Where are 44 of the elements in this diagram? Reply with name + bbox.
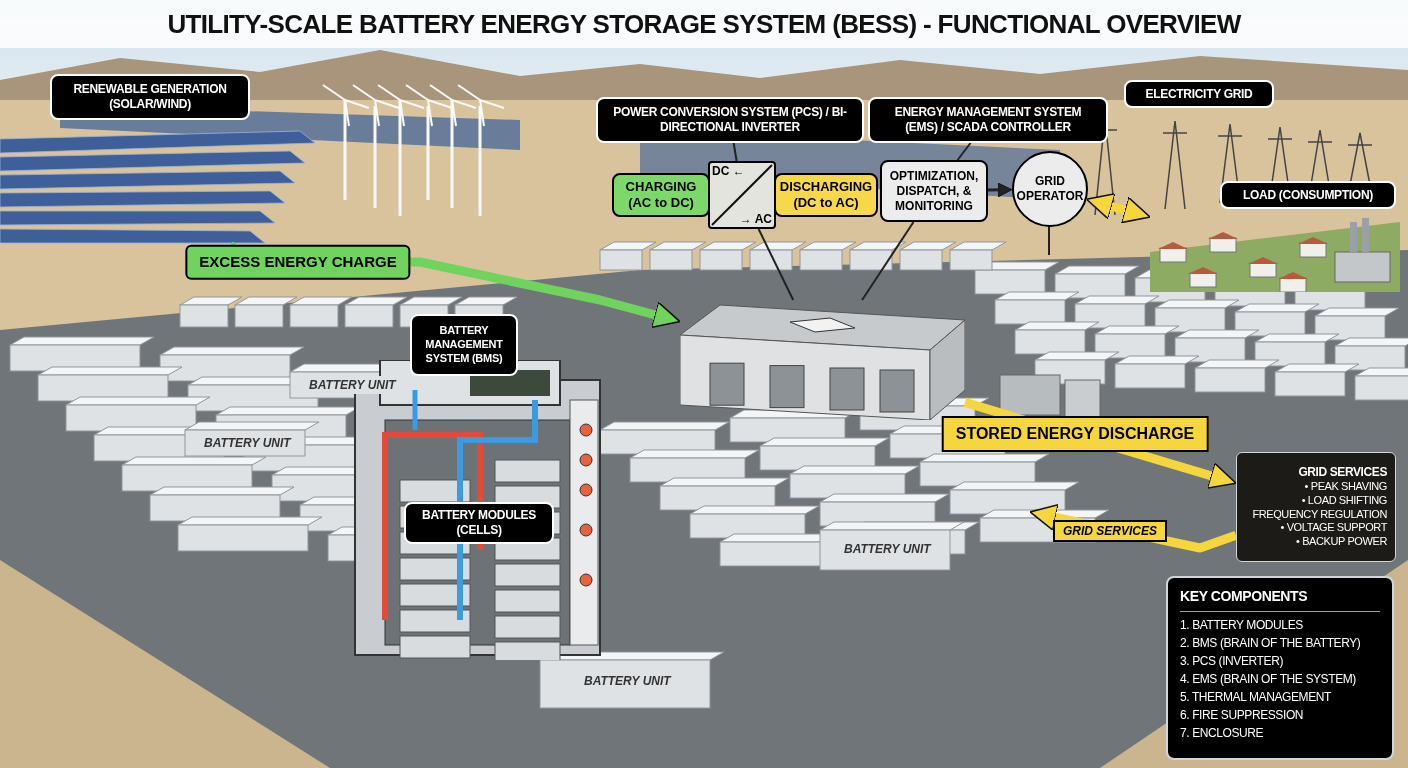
node-label: ENERGY MANAGEMENT SYSTEM (EMS) / SCADA CONTROLLER (893, 105, 1083, 135)
inverter-symbol (708, 161, 776, 229)
edge-label: STORED ENERGY DISCHARGE (941, 416, 1209, 452)
process-box (880, 160, 988, 222)
node-label: RENEWABLE GENERATION (SOLAR/WIND) (72, 82, 228, 112)
panel-heading: KEY COMPONENTS (1180, 586, 1380, 612)
node-label: LOAD (CONSUMPTION) (1243, 187, 1373, 203)
list-item: • LOAD SHIFTING (1301, 493, 1387, 508)
callout-box (410, 314, 518, 376)
list-item: 7. ENCLOSURE (1180, 725, 1265, 742)
list-item: 2. BMS (BRAIN OF THE BATTERY) (1180, 635, 1362, 652)
list-item: • BACKUP POWER (1296, 535, 1387, 549)
callout-box (868, 97, 1108, 143)
list-item: 1. BATTERY MODULES (1180, 617, 1304, 634)
edge-label: GRID SERVICES (1053, 520, 1167, 542)
info-panel (1166, 576, 1394, 760)
list-item: 4. EMS (BRAIN OF THE SYSTEM) (1180, 671, 1357, 688)
panel-heading: GRID SERVICES (1298, 465, 1387, 481)
callout-box (596, 97, 864, 143)
list-item: FREQUENCY REGULATION (1252, 507, 1387, 522)
callout-box (50, 74, 250, 120)
callout-box (404, 502, 554, 544)
info-panel (1236, 452, 1396, 562)
list-item: • VOLTAGE SUPPORT (1280, 521, 1387, 536)
node-label: POWER CONVERSION SYSTEM (PCS) / BI-DIRECTIONAL INVERTER (612, 105, 848, 135)
node-label: OPTIMIZATION, DISPATCH, & MONITORING (888, 168, 980, 214)
node-label: DISCHARGING (DC to AC) (778, 178, 874, 212)
list-item: 5. THERMAL MANAGEMENT (1180, 689, 1332, 706)
arrow (987, 182, 1013, 198)
node-label: BATTERY MANAGEMENT SYSTEM (BMS) (424, 324, 504, 366)
charging-box (612, 173, 710, 217)
node-label: BATTERY MODULES (CELLS) (421, 508, 537, 538)
list-item: 3. PCS (INVERTER) (1180, 653, 1284, 670)
edge-label: EXCESS ENERGY CHARGE (185, 244, 411, 280)
callout-box (1124, 80, 1274, 108)
list-item: 6. FIRE SUPPRESSION (1180, 707, 1305, 724)
node-label: ELECTRICITY GRID (1145, 86, 1253, 102)
node-label: DC ← (712, 165, 745, 177)
node-label: GRID OPERATOR (1016, 174, 1084, 204)
diagram-title: UTILITY-SCALE BATTERY ENERGY STORAGE SYSTEM (BESS) - FUNCTIONAL OVERVIEW (167, 7, 1241, 41)
node-label: CHARGING (AC to DC) (624, 178, 698, 212)
node-label: → AC (739, 213, 772, 225)
list-item: • PEAK SHAVING (1304, 480, 1387, 494)
callout-box (1220, 181, 1396, 209)
